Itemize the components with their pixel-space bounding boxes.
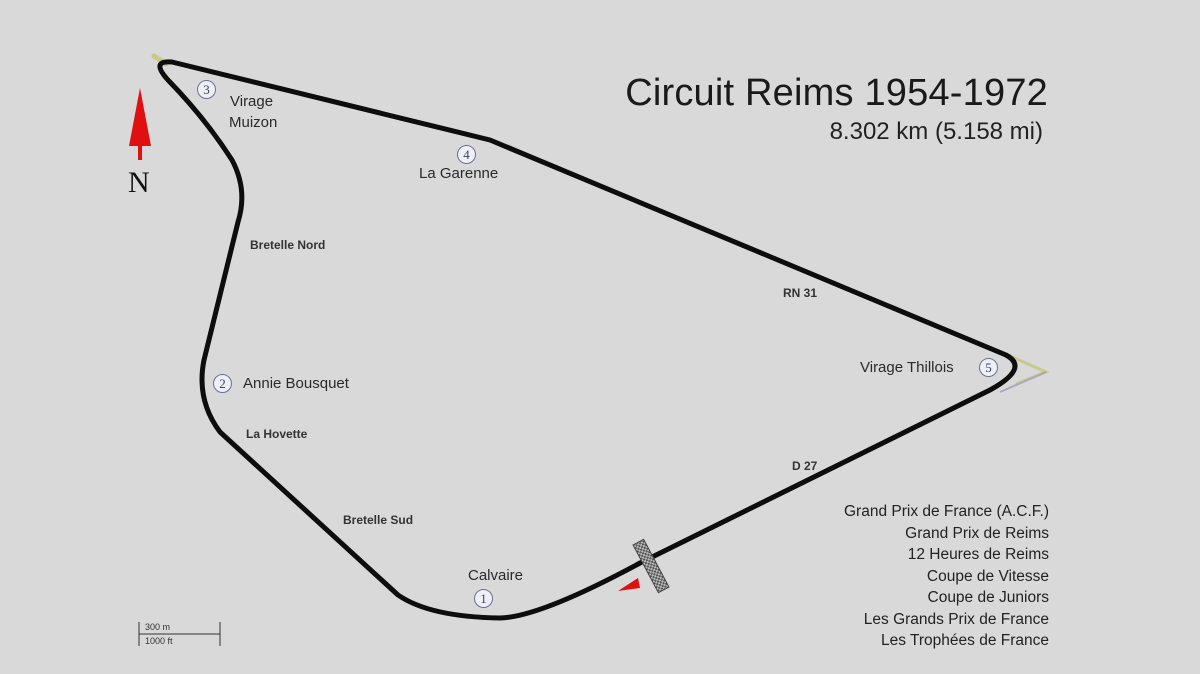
- turn-2-label: Annie Bousquet: [243, 375, 349, 392]
- section-label-bretelle-nord: Bretelle Nord: [250, 238, 326, 252]
- event-item: Coupe de Vitesse: [926, 567, 1049, 585]
- turn-4-label: La Garenne: [419, 165, 499, 182]
- events-list: Grand Prix de France (A.C.F.) Grand Prix…: [844, 501, 1049, 652]
- turn-1-marker: 1: [474, 589, 493, 608]
- turn-2-marker: 2: [213, 374, 232, 393]
- turn-5-marker: 5: [979, 358, 998, 377]
- start-finish-line: [632, 538, 670, 594]
- circuit-track: [157, 59, 1018, 621]
- section-label-d27: D 27: [792, 459, 818, 473]
- turn-1-label: Calvaire: [468, 567, 524, 584]
- old-thillois-section-lower: [999, 371, 1047, 393]
- section-label-rn31: RN 31: [783, 286, 818, 300]
- scale-bar: [138, 622, 221, 646]
- turn-3-label-line1: Virage: [230, 93, 274, 110]
- north-label: N: [128, 166, 150, 199]
- turn-3-label-line2: Muizon: [229, 114, 278, 131]
- circuit-length: 8.302 km (5.158 mi): [829, 118, 1043, 145]
- section-label-bretelle-sud: Bretelle Sud: [343, 513, 414, 527]
- direction-arrow-icon: [618, 578, 640, 591]
- event-item: 12 Heures de Reims: [907, 546, 1049, 563]
- event-item: Les Grands Prix de France: [863, 610, 1049, 628]
- section-label-la-hovette: La Hovette: [246, 427, 308, 441]
- turn-4-marker: 4: [457, 145, 476, 164]
- scale-imperial-label: 1000 ft: [145, 636, 173, 646]
- event-item: Coupe de Juniors: [927, 589, 1050, 606]
- north-arrow-stem: [138, 144, 142, 160]
- turn-5-label: Virage Thillois: [860, 359, 954, 376]
- event-item: Grand Prix de France (A.C.F.): [843, 503, 1049, 520]
- scale-metric-label: 300 m: [145, 622, 171, 632]
- north-arrow-icon: [129, 88, 151, 146]
- map-title: Circuit Reims 1954-1972: [625, 72, 1048, 114]
- turn-3-marker: 3: [197, 80, 216, 99]
- event-item: Les Trophées de France: [880, 632, 1049, 649]
- event-item: Grand Prix de Reims: [905, 524, 1049, 542]
